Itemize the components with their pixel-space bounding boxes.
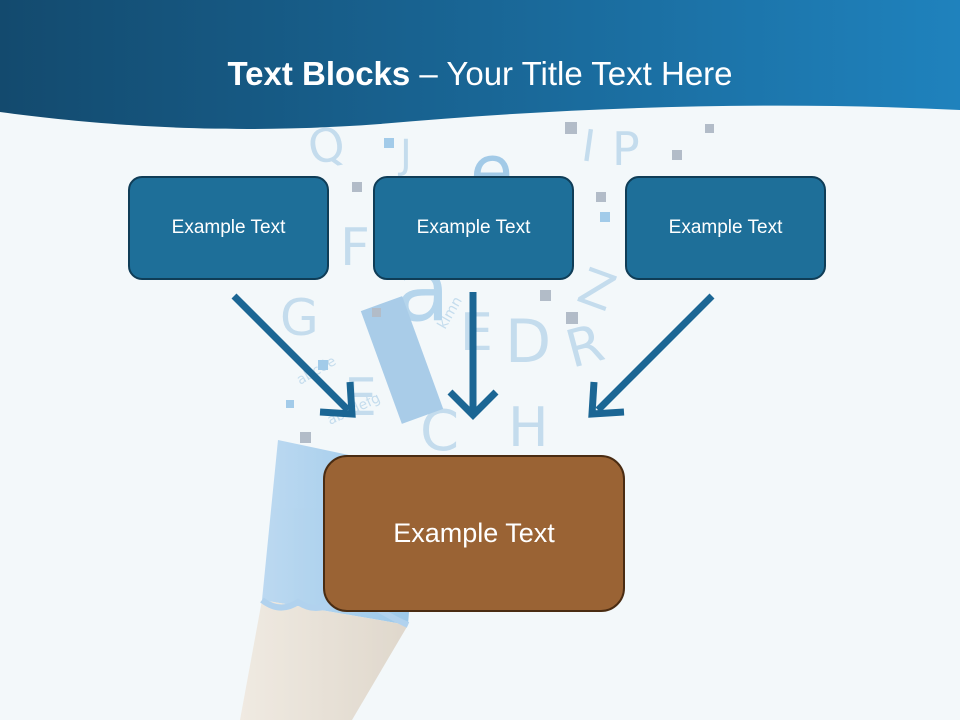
arrow-middle-down xyxy=(447,292,499,420)
bottom-box-label: Example Text xyxy=(393,518,555,548)
top-box-right[interactable]: Example Text xyxy=(625,176,826,280)
bottom-box[interactable]: Example Text xyxy=(323,455,625,612)
svg-text:P: P xyxy=(612,122,640,176)
slide-title: Text Blocks – Your Title Text Here xyxy=(0,52,960,96)
arrow-right-to-center xyxy=(588,293,715,418)
svg-text:F: F xyxy=(340,218,370,278)
title-bold-part: Text Blocks xyxy=(227,55,411,92)
top-box-center[interactable]: Example Text xyxy=(373,176,574,280)
svg-text:H: H xyxy=(508,396,549,459)
svg-text:D: D xyxy=(505,307,551,377)
arrow-left-to-center xyxy=(231,293,356,418)
top-box-center-label: Example Text xyxy=(416,217,531,238)
title-rest-part: Your Title Text Here xyxy=(446,55,733,92)
top-box-left[interactable]: Example Text xyxy=(128,176,329,280)
top-box-right-label: Example Text xyxy=(668,217,783,238)
svg-text:J: J xyxy=(397,132,412,178)
top-box-left-label: Example Text xyxy=(171,217,286,238)
title-separator: – xyxy=(410,55,447,92)
header-band xyxy=(0,0,960,129)
svg-text:G: G xyxy=(280,289,319,347)
